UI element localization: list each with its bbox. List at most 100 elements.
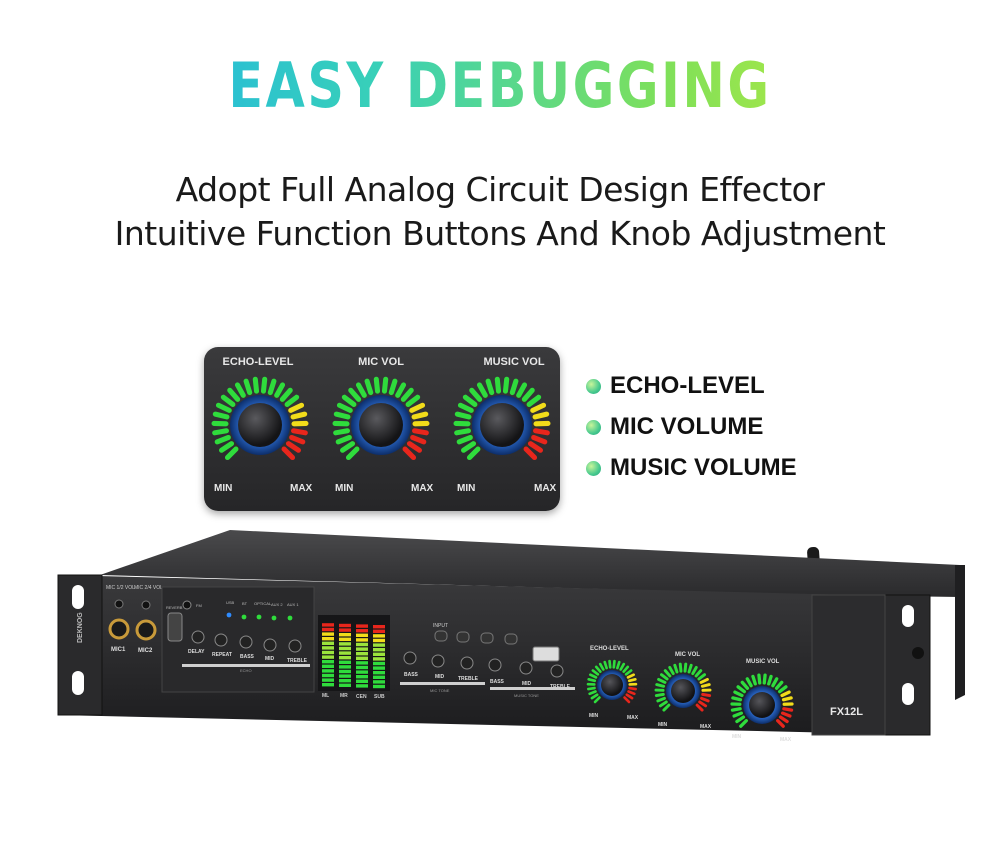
meter-segment — [356, 670, 368, 674]
input-fm: FM — [196, 603, 202, 608]
usb-port[interactable] — [532, 646, 560, 662]
meter-segment — [339, 679, 351, 683]
knob-echo-level-ring — [211, 376, 309, 461]
led-segment — [612, 659, 616, 669]
led-segment — [364, 378, 374, 396]
device-echo-ring — [586, 659, 638, 704]
led-segment — [409, 402, 426, 413]
led-usb-icon — [226, 612, 232, 618]
next-button[interactable] — [504, 633, 518, 645]
led-segment — [767, 674, 773, 686]
device-knob-mic-vol: MIC VOL MIN MAX — [654, 652, 712, 730]
led-segment — [619, 662, 626, 671]
input-usb: USB — [226, 600, 235, 605]
led-segment — [778, 685, 788, 694]
rack-device: DEKNOG MIC 1/2 VOL MIC 2/4 VOL MIC1 MIC2… — [0, 525, 1000, 845]
led-segment — [757, 673, 762, 685]
led-segment — [774, 680, 784, 690]
led-segment — [400, 387, 414, 402]
led-segment — [782, 707, 794, 712]
feature-music-volume: MUSIC VOLUME — [586, 454, 797, 482]
meter-segment — [339, 665, 351, 669]
input-aux2: AUX 2 — [271, 602, 283, 607]
led-segment — [781, 696, 793, 702]
label-echo-treble: TREBLE — [287, 658, 308, 664]
meter-segment — [356, 629, 368, 633]
meter-segment — [356, 661, 368, 665]
led-segment — [654, 692, 665, 698]
led-segment — [281, 446, 296, 461]
input-bt: BT — [242, 601, 248, 606]
meter-segment — [373, 666, 385, 670]
led-segment — [523, 446, 538, 461]
meter-segment — [356, 675, 368, 679]
device-mic-max: MAX — [700, 724, 712, 730]
led-segment — [214, 434, 231, 445]
led-segment — [691, 665, 698, 676]
led-segment — [405, 394, 421, 407]
device-echo-max: MAX — [627, 715, 639, 721]
echo-group-label: ECHO — [240, 668, 252, 673]
meter-cen: CEN — [356, 694, 367, 700]
led-segment — [454, 428, 471, 436]
led-segment — [587, 686, 596, 691]
prev-button[interactable] — [480, 632, 494, 644]
led-segment — [655, 683, 666, 688]
led-segment — [658, 700, 668, 708]
knob-echo-level: ECHO-LEVEL MIN MAX — [211, 356, 313, 494]
led-segment — [521, 387, 535, 402]
led-segment — [412, 428, 429, 436]
knob-closeup-svg: ECHO-LEVEL MIN MAX MIC VOL MIN MAX MUSIC… — [211, 356, 557, 494]
led-segment — [285, 441, 301, 453]
led-segment — [740, 680, 750, 690]
label-echo-mid: MID — [265, 656, 275, 662]
label-music-mid: MID — [522, 681, 532, 687]
echo-section: REVERB FM USB BT OPTICAL AUX 2 AUX 1 DEL… — [161, 586, 315, 693]
led-segment — [622, 665, 630, 673]
knob-echo-level-min: MIN — [214, 483, 232, 494]
device-music-ring — [730, 673, 794, 728]
play-pause-button[interactable] — [456, 631, 470, 643]
meter-segment — [322, 641, 334, 645]
led-optical-icon — [256, 614, 262, 620]
bullet-dot-icon — [586, 460, 601, 476]
led-segment — [628, 686, 637, 691]
led-segment — [224, 446, 239, 461]
led-segment — [373, 376, 381, 394]
feature-label: MUSIC VOLUME — [610, 454, 797, 481]
led-segment — [469, 387, 483, 402]
meter-segment — [339, 642, 351, 646]
led-segment — [531, 434, 548, 445]
input-aux1: AUX 1 — [287, 602, 299, 607]
input-button[interactable] — [434, 630, 448, 642]
led-segment — [215, 402, 232, 413]
knob-music-vol-ring — [453, 376, 551, 461]
meter-segment — [356, 652, 368, 656]
led-segment — [731, 696, 743, 702]
meter-segment — [339, 651, 351, 655]
led-segment — [462, 394, 478, 407]
meter-segment — [356, 638, 368, 642]
meter-segment — [356, 656, 368, 660]
led-segment — [335, 434, 352, 445]
knob-music-vol-max: MAX — [534, 483, 557, 494]
brand-logo: DEKNOG — [77, 612, 84, 643]
led-segment — [623, 696, 631, 704]
label-mic-treble: TREBLE — [458, 676, 479, 682]
led-segment — [598, 662, 605, 671]
led-segment — [656, 696, 666, 703]
knob-echo-level-max: MAX — [290, 483, 313, 494]
led-segment — [678, 662, 683, 673]
led-segment — [333, 428, 350, 436]
led-segment — [730, 707, 742, 712]
label-mic-bass: BASS — [404, 672, 419, 678]
led-segment — [593, 696, 601, 704]
knob-mic-vol-ring — [332, 376, 430, 461]
led-segment — [694, 669, 703, 678]
knob-mic-mid-icon — [431, 654, 445, 668]
led-segment — [683, 662, 688, 673]
led-segment — [279, 387, 293, 402]
meter-segment — [339, 683, 351, 687]
knob-music-vol-label: MUSIC VOL — [483, 356, 544, 368]
led-segment — [345, 446, 360, 461]
